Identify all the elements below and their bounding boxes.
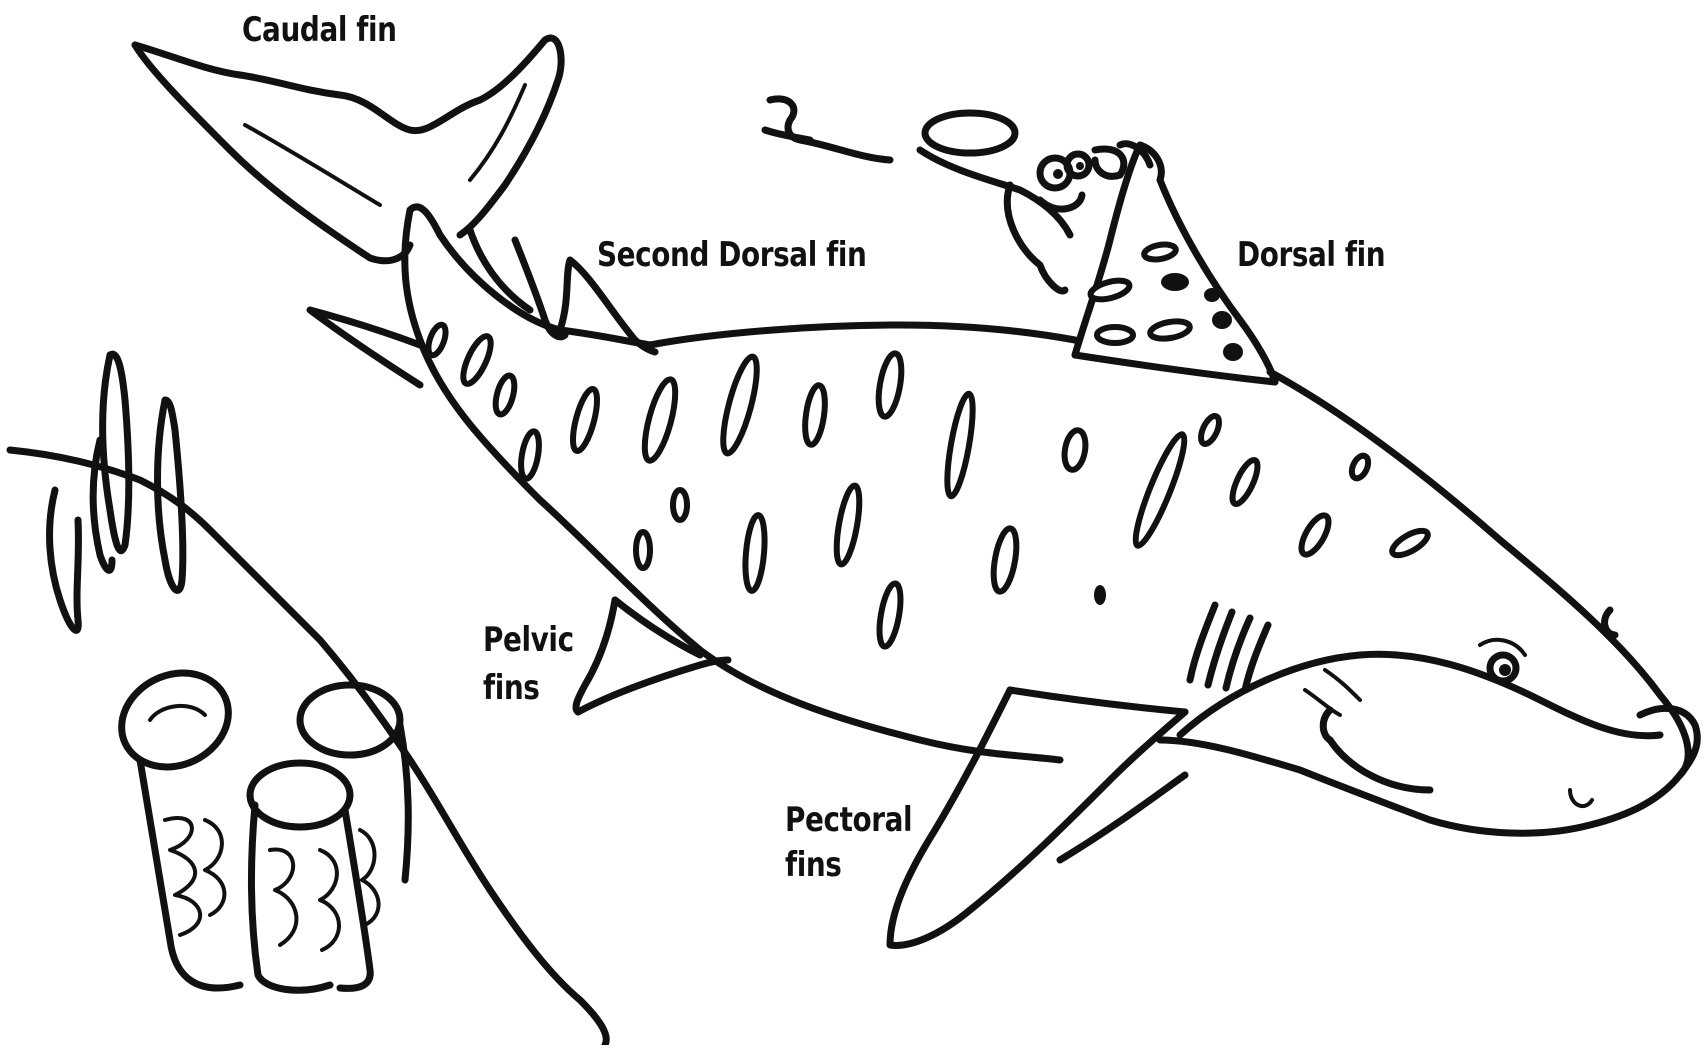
label-second-dorsal-fin: Second Dorsal fin xyxy=(597,235,866,275)
label-pelvic-fins-line2: fins xyxy=(483,668,539,708)
body-spots xyxy=(425,323,1431,649)
pectoral-fin xyxy=(890,690,1185,945)
label-pectoral-fins-line2: fins xyxy=(785,845,841,885)
shark-body xyxy=(405,207,1698,833)
coral xyxy=(106,656,408,990)
label-pelvic-fins-line1: Pelvic xyxy=(483,620,574,660)
label-caudal-fin: Caudal fin xyxy=(242,10,397,50)
caudal-fin xyxy=(135,38,561,261)
anal-fin xyxy=(310,310,420,385)
label-pectoral-fins-line1: Pectoral xyxy=(785,800,912,840)
label-dorsal-fin: Dorsal fin xyxy=(1237,235,1385,275)
